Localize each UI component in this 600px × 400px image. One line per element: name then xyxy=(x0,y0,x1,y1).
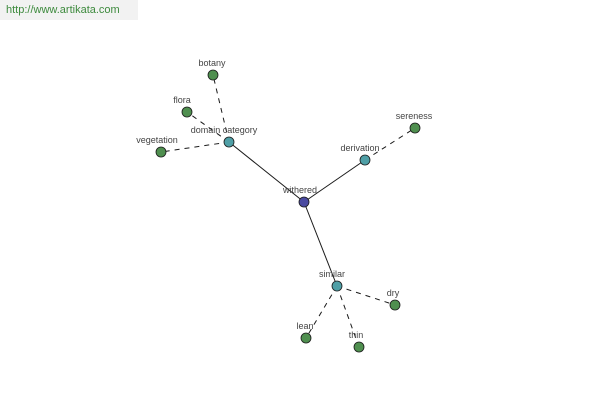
edge-similar-dry xyxy=(336,285,396,306)
edges-layer xyxy=(160,74,416,348)
node-label-similar: similar xyxy=(319,269,345,279)
edge-domain-category-flora xyxy=(186,111,230,143)
node-label-botany: botany xyxy=(198,58,226,68)
node-sereness[interactable] xyxy=(409,122,421,134)
node-label-dry: dry xyxy=(387,288,400,298)
edge-withered-derivation xyxy=(303,159,366,203)
node-lean[interactable] xyxy=(300,332,312,344)
edge-domain-category-vegetation xyxy=(160,141,230,153)
watermark-url: http://www.artikata.com xyxy=(0,0,138,20)
node-thin[interactable] xyxy=(353,341,365,353)
node-withered[interactable] xyxy=(298,196,310,208)
node-vegetation[interactable] xyxy=(155,146,167,158)
node-similar[interactable] xyxy=(331,280,343,292)
node-label-derivation: derivation xyxy=(340,143,379,153)
edge-similar-thin xyxy=(336,285,360,348)
edge-withered-similar xyxy=(303,201,338,287)
node-label-thin: thin xyxy=(349,330,364,340)
node-flora[interactable] xyxy=(181,106,193,118)
node-label-withered: withered xyxy=(282,185,317,195)
labels-layer: withered domain category derivation similar… xyxy=(136,58,433,340)
node-derivation[interactable] xyxy=(359,154,371,166)
node-label-vegetation: vegetation xyxy=(136,135,178,145)
edge-similar-lean xyxy=(305,285,338,339)
node-label-domain-category: domain category xyxy=(191,125,258,135)
node-dry[interactable] xyxy=(389,299,401,311)
node-label-sereness: sereness xyxy=(396,111,433,121)
nodes-layer xyxy=(155,69,421,353)
edge-withered-domain-category xyxy=(228,141,305,203)
edge-domain-category-botany xyxy=(212,74,230,143)
node-botany[interactable] xyxy=(207,69,219,81)
node-label-flora: flora xyxy=(173,95,191,105)
node-domain-category[interactable] xyxy=(223,136,235,148)
node-label-lean: lean xyxy=(296,321,313,331)
